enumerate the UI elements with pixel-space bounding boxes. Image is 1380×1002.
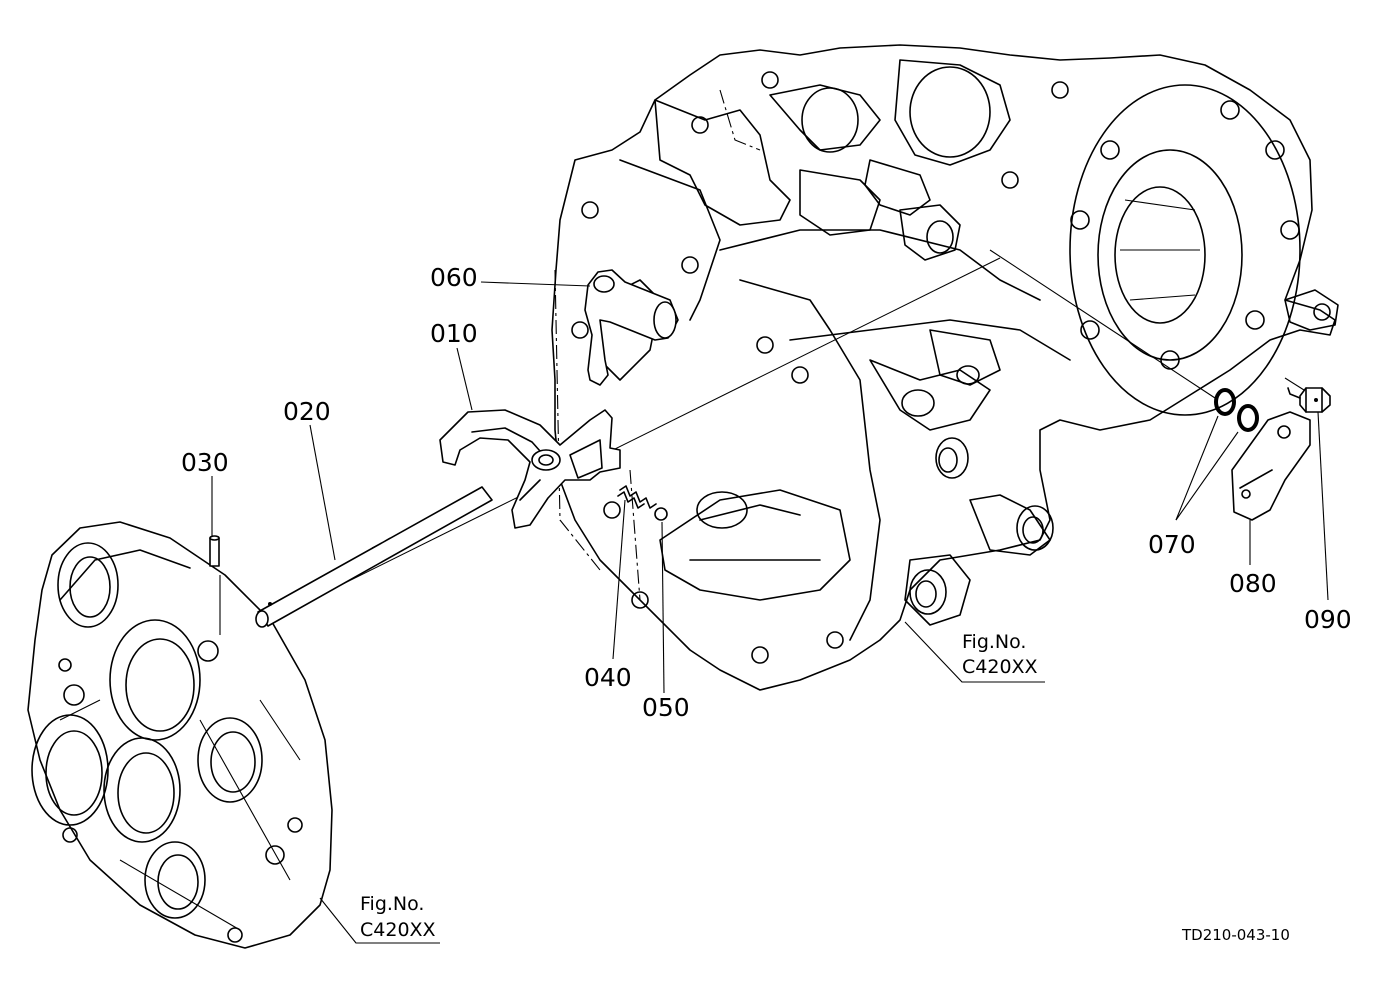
case-fig-ref-code: C420XX xyxy=(962,656,1038,678)
assembly-axis-line xyxy=(239,257,1001,636)
bolt-090 xyxy=(1287,387,1331,413)
assembly-axis-line-right xyxy=(989,249,1216,399)
cover-fig-ref-label: Fig.No. xyxy=(360,893,424,915)
label-020: 020 xyxy=(283,397,331,426)
ball-050 xyxy=(654,507,668,521)
label-010: 010 xyxy=(430,319,478,348)
label-040: 040 xyxy=(584,663,632,692)
drawing-code: TD210-043-10 xyxy=(1181,926,1290,944)
shift-rod-020 xyxy=(255,486,493,628)
plate-080 xyxy=(1231,411,1311,521)
case-fig-ref-label: Fig.No. xyxy=(962,631,1026,653)
label-050: 050 xyxy=(642,693,690,722)
spring-040 xyxy=(617,485,657,509)
front-cover xyxy=(27,521,333,949)
label-080: 080 xyxy=(1229,569,1277,598)
label-030: 030 xyxy=(181,448,229,477)
label-070: 070 xyxy=(1148,530,1196,559)
leader-lines xyxy=(211,281,1329,944)
label-090: 090 xyxy=(1304,605,1352,634)
pin-030 xyxy=(209,535,220,567)
label-060: 060 xyxy=(430,263,478,292)
cover-fig-ref-code: C420XX xyxy=(360,919,436,941)
shift-fork-010 xyxy=(439,409,621,529)
o-rings-070 xyxy=(1214,388,1259,432)
shift-lever-060 xyxy=(584,269,679,386)
transmission-case xyxy=(551,44,1339,691)
